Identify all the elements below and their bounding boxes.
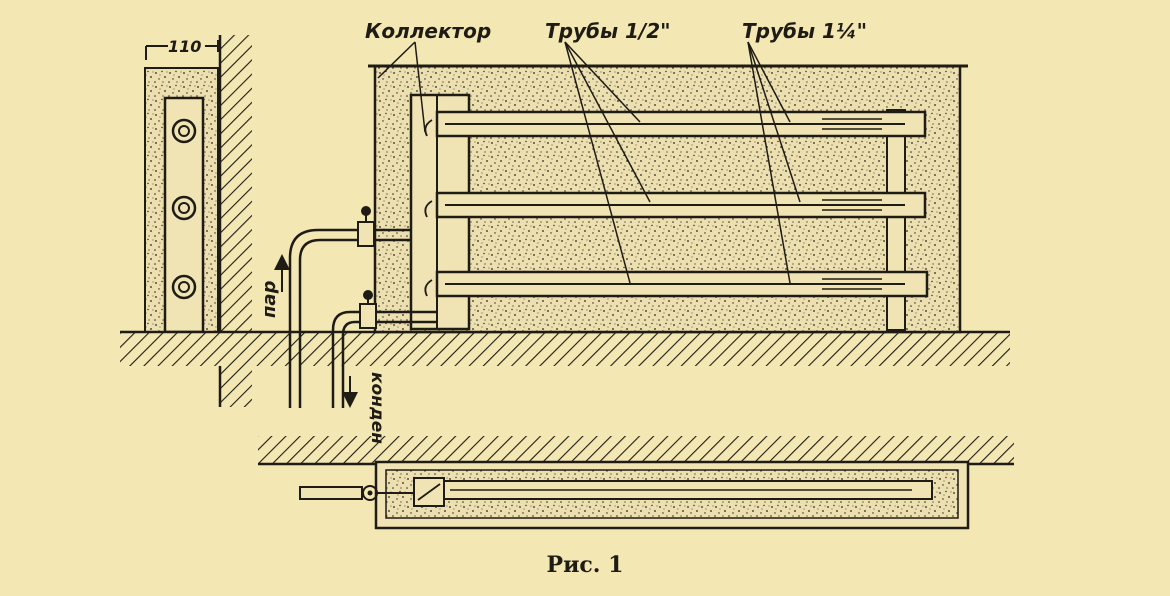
condensate-return-pipe [331,310,437,408]
pipe-end-icon [171,274,197,300]
plan-view [258,436,1014,530]
pipe-row [424,191,927,219]
steam-supply-pipe [288,228,411,408]
pipe-end-icon [171,118,197,144]
pipes-quarter-inch-label: Трубы 1¼" [742,19,867,43]
steam-label: пар [259,280,280,318]
dimension-marker: 110 [145,37,219,60]
pipe-row [424,110,927,138]
valve-icon [357,206,375,247]
figure-caption: Рис. 1 [546,552,624,578]
front-view [368,64,968,334]
condensate-label: конден [367,372,387,444]
pipe-end-icon [171,195,197,221]
leader-lines [377,41,801,284]
plan-view-inlet-pipe [299,486,363,500]
plan-wall-hatched [258,436,1014,464]
collector-label: Коллектор [365,19,491,43]
pipe-row [424,270,929,298]
dimension-label: 110 [168,37,201,56]
valve-icon [359,290,377,329]
pipes-half-inch-label: Трубы 1/2" [545,19,671,43]
floor-hatched [120,332,1010,366]
